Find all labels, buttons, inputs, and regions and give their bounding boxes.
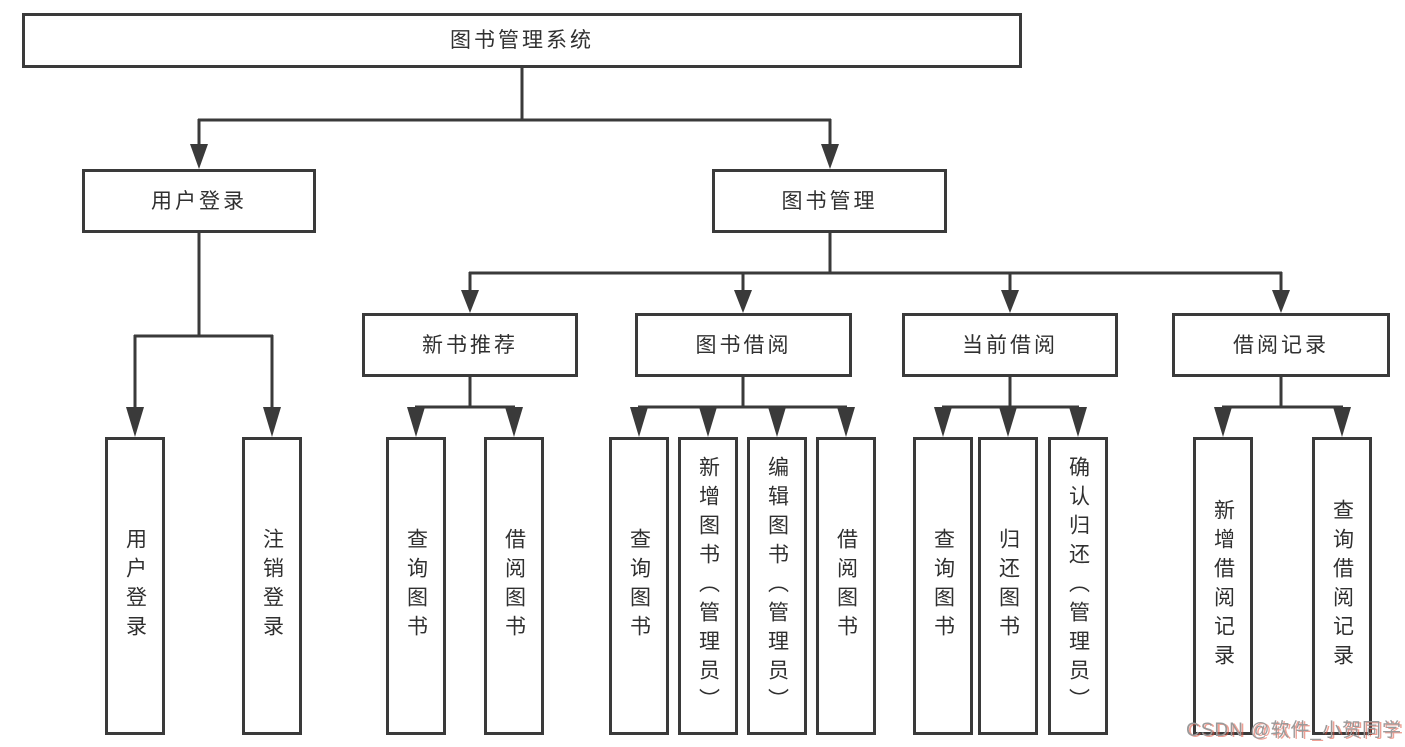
node-label: 借阅图书 xyxy=(502,528,526,644)
leaf-borrowing-borrow-books: 借阅图书 xyxy=(816,437,876,735)
node-label: 用户登录 xyxy=(151,189,247,213)
leaf-borrowing-add-books-admin: 新增图书（管理员） xyxy=(678,437,738,735)
node-label: 编辑图书（管理员） xyxy=(765,455,789,717)
node-label: 当前借阅 xyxy=(962,333,1058,357)
node-new-book-recommendation: 新书推荐 xyxy=(362,313,578,377)
node-borrowing-records: 借阅记录 xyxy=(1172,313,1390,377)
node-label: 新增借阅记录 xyxy=(1211,499,1235,673)
node-book-borrowing: 图书借阅 xyxy=(635,313,852,377)
leaf-current-return-books: 归还图书 xyxy=(978,437,1038,735)
node-book-management: 图书管理 xyxy=(712,169,947,233)
node-label: 查询图书 xyxy=(627,528,651,644)
node-label: 查询借阅记录 xyxy=(1330,499,1354,673)
arrowheads xyxy=(126,144,1351,437)
leaf-borrowing-query-books: 查询图书 xyxy=(609,437,669,735)
leaf-recommend-borrow-books: 借阅图书 xyxy=(484,437,544,735)
node-label: 新增图书（管理员） xyxy=(696,455,720,717)
node-label: 确认归还（管理员） xyxy=(1066,455,1090,717)
leaf-records-add-borrow-record: 新增借阅记录 xyxy=(1193,437,1253,735)
leaf-current-query-books: 查询图书 xyxy=(913,437,973,735)
node-label: 查询图书 xyxy=(404,528,428,644)
node-label: 图书管理系统 xyxy=(450,29,594,52)
node-current-borrowing: 当前借阅 xyxy=(902,313,1118,377)
node-label: 新书推荐 xyxy=(422,333,518,357)
node-label: 用户登录 xyxy=(123,528,147,644)
node-label: 查询图书 xyxy=(931,528,955,644)
node-label: 图书借阅 xyxy=(695,333,792,357)
node-label: 归还图书 xyxy=(996,528,1020,644)
leaf-recommend-query-books: 查询图书 xyxy=(386,437,446,735)
node-label: 注销登录 xyxy=(260,528,284,644)
leaf-current-confirm-return-admin: 确认归还（管理员） xyxy=(1048,437,1108,735)
leaf-borrowing-edit-books-admin: 编辑图书（管理员） xyxy=(747,437,807,735)
leaf-user-login: 用户登录 xyxy=(105,437,165,735)
node-label: 借阅图书 xyxy=(834,528,858,644)
leaf-records-query-borrow-record: 查询借阅记录 xyxy=(1312,437,1372,735)
node-label: 图书管理 xyxy=(781,189,878,213)
csdn-watermark: CSDN @软件_小贺同学 xyxy=(1186,720,1402,741)
node-user-login: 用户登录 xyxy=(82,169,316,233)
leaf-logout: 注销登录 xyxy=(242,437,302,735)
node-library-management-system: 图书管理系统 xyxy=(22,13,1022,68)
node-label: 借阅记录 xyxy=(1233,333,1329,357)
